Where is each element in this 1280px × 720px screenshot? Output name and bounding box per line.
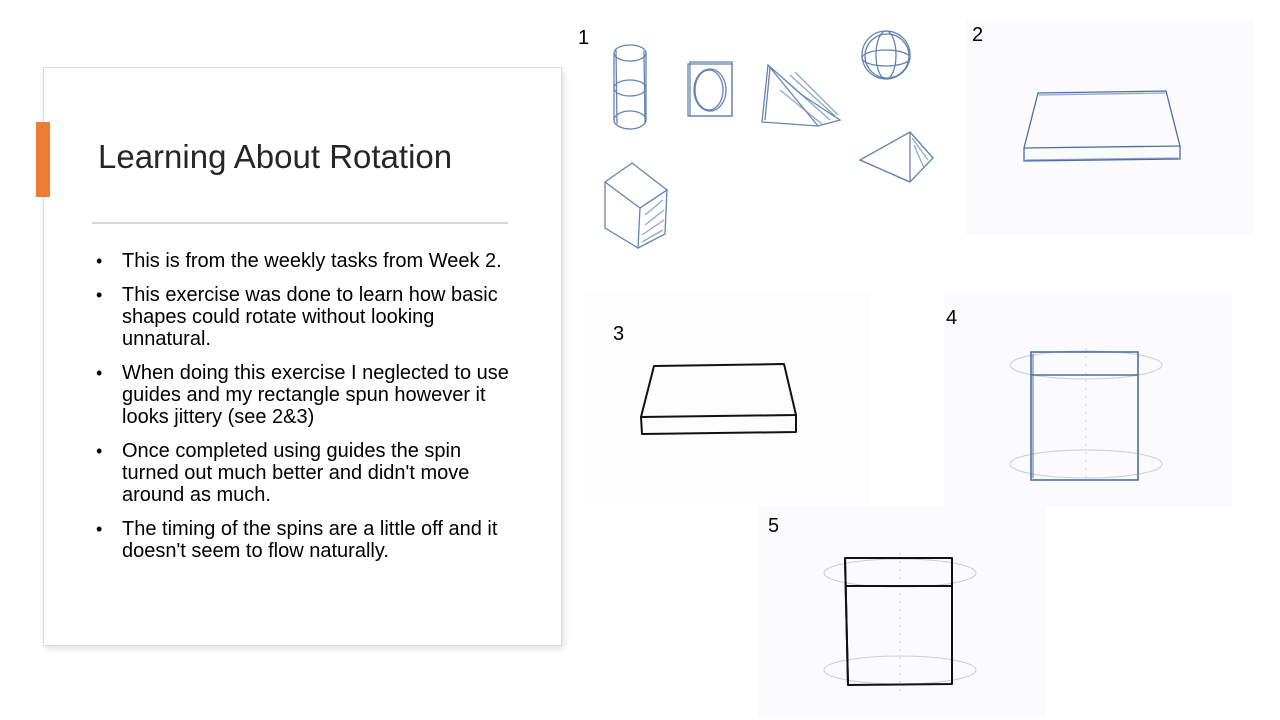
bullet-dot-icon: •: [96, 251, 103, 271]
bullet-item: •Once completed using guides the spin tu…: [96, 440, 470, 506]
sketch-image-3: [584, 292, 870, 504]
title-divider: [92, 222, 508, 224]
bullet-list: •This is from the weekly tasks from Week…: [96, 250, 516, 574]
guided-box-drawing: [1009, 348, 1163, 484]
sketch-image-4: [944, 292, 1232, 507]
accent-bar: [36, 122, 50, 197]
bullet-dot-icon: •: [96, 519, 103, 539]
bullet-item: •This exercise was done to learn how bas…: [96, 284, 498, 350]
image-label-5: 5: [768, 515, 780, 537]
bullet-dot-icon: •: [96, 441, 103, 461]
bullet-item: •This is from the weekly tasks from Week…: [96, 250, 502, 272]
sketch-image-5: [758, 505, 1046, 717]
sketch-image-2: [966, 20, 1254, 235]
image-label-1: 1: [578, 27, 590, 49]
bullet-dot-icon: •: [96, 363, 103, 383]
image-label-2: 2: [972, 24, 984, 46]
bullet-dot-icon: •: [96, 285, 103, 305]
slide-title: Learning About Rotation: [98, 138, 453, 175]
box-sketch-drawing: [1023, 90, 1181, 162]
image-label-3: 3: [613, 323, 625, 345]
bullet-item: •When doing this exercise I neglected to…: [96, 362, 509, 428]
bullet-item: •The timing of the spins are a little of…: [96, 518, 498, 562]
sketch-image-1: [590, 20, 950, 260]
shape-sketches-drawing: [603, 30, 934, 250]
text-card: [43, 67, 562, 646]
image-label-4: 4: [946, 307, 958, 329]
guided-box-final-drawing: [823, 553, 977, 693]
rotated-box-drawing: [640, 363, 797, 435]
